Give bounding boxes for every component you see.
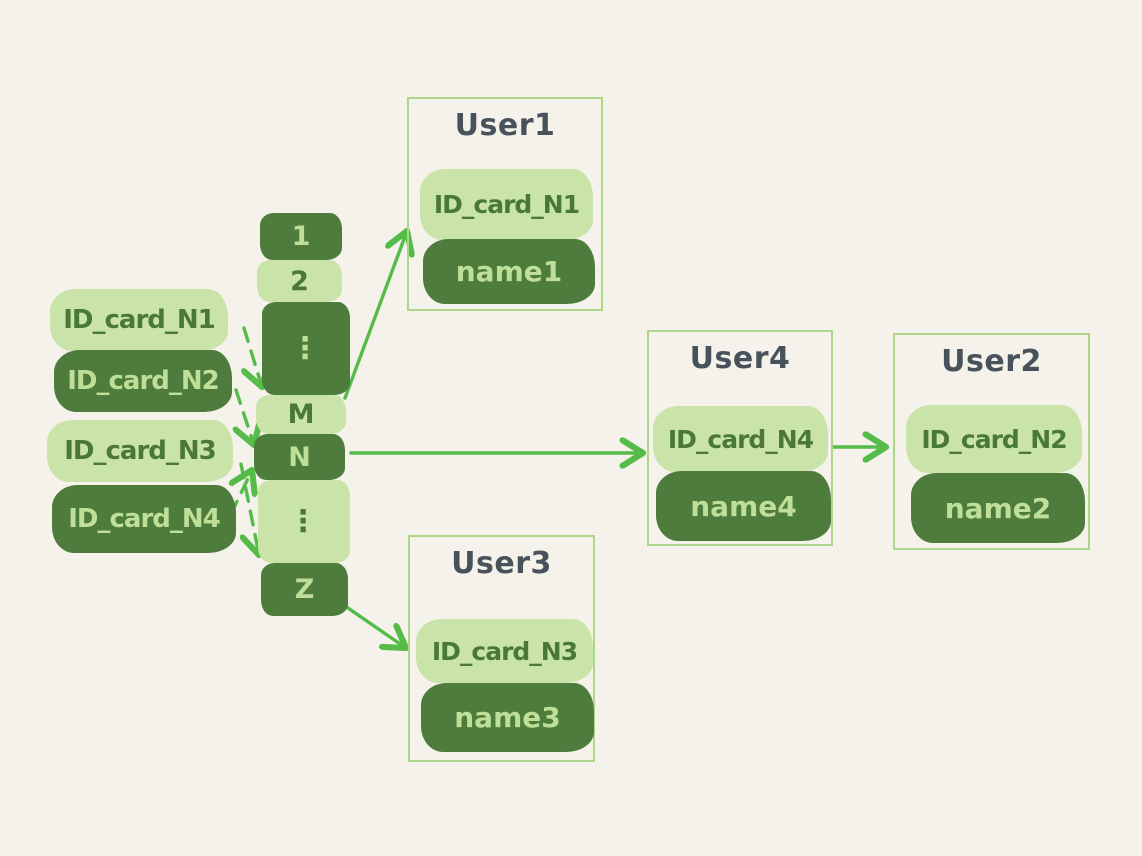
id-card-pill-n3: ID_card_N3 (47, 420, 233, 482)
arrow-idcard-n2-to-bucket-n (236, 388, 254, 445)
arrow-bucket-z-to-user3 (343, 604, 406, 648)
id-card-label: ID_card_N3 (64, 436, 216, 466)
bucket-cell-2: 2 (257, 260, 342, 302)
user1-title: User1 (454, 108, 556, 143)
id-card-pill-n1: ID_card_N1 (50, 289, 228, 351)
bucket-label: ⋮ (288, 504, 320, 539)
bucket-cell-1: 1 (260, 213, 342, 260)
id-card-label: ID_card_N1 (433, 190, 580, 219)
id-card-label: ID_card_N4 (68, 504, 220, 534)
id-card-label: ID_card_N2 (67, 366, 219, 396)
user2-title: User2 (941, 344, 1042, 379)
user2-idcard-pill: ID_card_N2 (906, 405, 1082, 473)
id-card-label: ID_card_N3 (431, 636, 578, 666)
bucket-label: M (287, 399, 315, 430)
name-label: name4 (690, 489, 797, 523)
user4-box: User4 ID_card_N4 name4 (647, 330, 833, 546)
id-card-label: ID_card_N2 (921, 424, 1067, 454)
bucket-cell-z: Z (261, 563, 348, 616)
name-label: name1 (455, 255, 563, 288)
arrow-idcard-n1-to-bucket-m (244, 326, 262, 387)
bucket-label: 1 (291, 221, 311, 252)
user4-title: User4 (689, 341, 791, 376)
user1-idcard-pill: ID_card_N1 (420, 169, 593, 240)
name-label: name2 (944, 491, 1052, 525)
id-card-label: ID_card_N1 (63, 305, 215, 335)
user2-name-pill: name2 (911, 473, 1085, 543)
bucket-label: N (288, 441, 311, 473)
bucket-cell-m: M (256, 395, 346, 434)
user1-name-pill: name1 (423, 239, 595, 304)
bucket-label: ⋮ (290, 331, 322, 366)
user4-idcard-pill: ID_card_N4 (653, 406, 828, 472)
arrow-idcard-n3-to-bucket-z (239, 462, 259, 555)
user3-name-pill: name3 (421, 683, 594, 752)
id-card-pill-n2: ID_card_N2 (54, 350, 232, 412)
name-label: name3 (454, 701, 561, 734)
user3-title: User3 (451, 546, 552, 581)
user3-idcard-pill: ID_card_N3 (416, 619, 593, 683)
bucket-label: Z (294, 574, 315, 605)
user1-box: User1 ID_card_N1 name1 (407, 97, 603, 311)
bucket-cell-ellipsis-upper: ⋮ (262, 302, 350, 395)
bucket-cell-ellipsis-lower: ⋮ (258, 480, 350, 563)
arrow-bucket-m-to-user1 (343, 231, 407, 400)
user2-box: User2 ID_card_N2 name2 (893, 333, 1090, 550)
user4-name-pill: name4 (656, 471, 831, 541)
bucket-cell-n: N (254, 434, 345, 480)
id-card-pill-n4: ID_card_N4 (52, 485, 236, 553)
id-card-label: ID_card_N4 (667, 424, 814, 454)
user3-box: User3 ID_card_N3 name3 (408, 535, 595, 762)
bucket-label: 2 (290, 265, 309, 297)
